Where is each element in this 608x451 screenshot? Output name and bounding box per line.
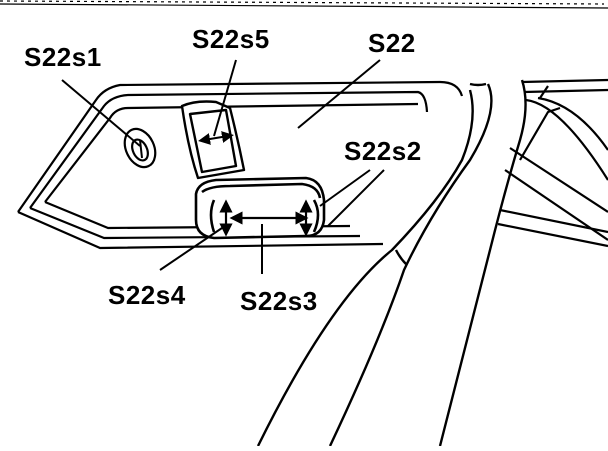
seat-switch	[194, 176, 326, 240]
label-s22: S22	[368, 28, 416, 58]
label-s22s5: S22s5	[192, 24, 270, 54]
label-s22s1: S22s1	[24, 42, 102, 72]
top-hatch-edge	[0, 0, 608, 9]
leader-s22	[297, 59, 381, 129]
label-s22s2: S22s2	[344, 136, 422, 166]
label-s22s3: S22s3	[240, 286, 318, 316]
label-s22s4: S22s4	[108, 280, 186, 310]
leader-s22s1	[61, 79, 141, 147]
seat-rail-mechanism	[497, 78, 608, 248]
leader-s22s4	[159, 227, 223, 271]
lumbar-knob	[123, 127, 157, 169]
leader-s22s2-b	[327, 169, 385, 227]
leader-lines	[61, 59, 385, 274]
seat-cushion-edge	[256, 79, 527, 447]
backrest-switch	[180, 100, 246, 180]
leader-s22s5	[213, 59, 237, 137]
leader-s22s2-a	[319, 169, 371, 207]
